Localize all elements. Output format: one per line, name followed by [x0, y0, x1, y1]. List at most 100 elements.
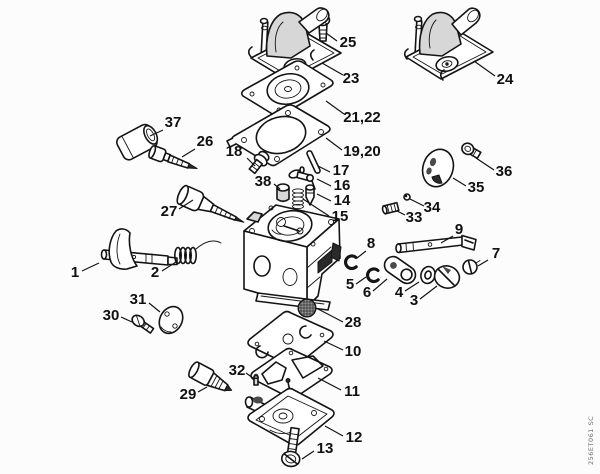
leader-line-35 [452, 177, 467, 187]
part-15-spring [292, 188, 304, 210]
part-carburetor-body [243, 204, 342, 311]
leader-line-8 [356, 250, 367, 259]
leader-line-34 [409, 198, 425, 207]
callout-37: 37 [165, 114, 182, 131]
part-32-pin [253, 374, 259, 386]
part-28-inlet-screen [297, 298, 317, 318]
leader-line-21,22 [325, 100, 345, 115]
callout-31: 31 [130, 291, 147, 308]
callout-25: 25 [340, 34, 357, 51]
callout-21,22: 21,22 [343, 109, 381, 126]
callout-27: 27 [161, 203, 178, 220]
callout-14: 14 [334, 192, 351, 209]
part-19-20-gasket-plate [226, 104, 331, 167]
callout-13: 13 [317, 440, 334, 457]
part-2-spring [174, 240, 222, 265]
leader-line-32 [245, 372, 254, 379]
callout-28: 28 [345, 314, 362, 331]
part-26-needle-screw [148, 144, 198, 170]
part-35-throttle-stop-disc [421, 148, 455, 188]
leader-line-1 [81, 262, 100, 272]
part-9-throttle-shaft [395, 234, 477, 254]
leader-line-36 [475, 157, 495, 171]
callout-1: 1 [71, 264, 79, 281]
part-5-e-clip [366, 267, 380, 284]
watermark-code: 256ET061 SC [587, 416, 595, 465]
part-3-throttle-plate [433, 265, 461, 289]
part-8-e-clip [344, 254, 358, 271]
callout-9: 9 [455, 221, 463, 238]
part-33-screw [381, 201, 400, 215]
callout-36: 36 [496, 163, 513, 180]
callout-19,20: 19,20 [343, 143, 381, 160]
callout-34: 34 [424, 199, 441, 216]
part-24-pump-cover [403, 7, 494, 81]
callout-29: 29 [180, 386, 197, 403]
part-23-pump-cover [247, 7, 342, 82]
callout-15: 15 [332, 208, 349, 225]
callout-8: 8 [367, 235, 375, 252]
leader-line-13 [301, 450, 315, 460]
callout-18: 18 [226, 143, 243, 160]
part-27-needle-screw [176, 184, 245, 223]
part-6-swivel-link [383, 255, 417, 285]
leader-line-37 [149, 129, 164, 137]
callout-7: 7 [492, 245, 500, 262]
callout-17: 17 [333, 162, 350, 179]
callout-33: 33 [406, 209, 423, 226]
part-29-screw [188, 361, 233, 392]
callout-12: 12 [346, 429, 363, 446]
part-37-cap [116, 123, 159, 161]
part-38-plug [276, 183, 290, 203]
leader-line-33 [396, 210, 406, 216]
callout-11: 11 [344, 383, 360, 400]
part-36-screw [461, 142, 482, 160]
leader-line-17 [317, 165, 331, 173]
part-31-choke-plate [158, 305, 184, 335]
callout-16: 16 [334, 177, 351, 194]
callout-2: 2 [151, 264, 159, 281]
leader-line-12 [324, 425, 344, 437]
callout-30: 30 [103, 307, 120, 324]
leader-line-23 [321, 62, 344, 76]
leader-line-27 [178, 199, 194, 210]
callout-23: 23 [343, 70, 360, 87]
leader-line-31 [148, 302, 161, 313]
leader-line-28 [317, 308, 344, 323]
leader-line-18 [246, 157, 256, 167]
leader-line-25 [325, 32, 338, 42]
callout-3: 3 [410, 292, 418, 309]
part-34-ball [403, 193, 411, 201]
leader-line-26 [181, 148, 196, 158]
leader-line-5 [355, 276, 367, 285]
part-13-screw [280, 426, 301, 468]
leader-line-19,20 [325, 137, 343, 151]
callout-4: 4 [395, 284, 404, 301]
leader-line-4 [404, 281, 420, 292]
callout-6: 6 [363, 284, 371, 301]
part-14-inlet-needle [305, 184, 315, 206]
leader-line-2 [161, 261, 177, 272]
leader-line-7 [477, 259, 489, 267]
callout-35: 35 [468, 179, 485, 196]
leader-line-9 [440, 235, 454, 244]
callout-32: 32 [229, 362, 246, 379]
leader-line-24 [473, 60, 496, 77]
leader-line-16 [316, 178, 332, 187]
leader-line-15 [302, 198, 330, 217]
part-1-choke-shaft [100, 228, 178, 270]
leader-line-38 [273, 183, 281, 190]
callout-10: 10 [345, 343, 362, 360]
part-17-pin [306, 150, 321, 174]
leader-line-6 [372, 278, 388, 292]
part-7-screw [462, 259, 481, 275]
leader-line-10 [323, 340, 344, 351]
leader-line-3 [419, 285, 438, 300]
part-16-metering-lever [288, 166, 316, 190]
leader-line-14 [316, 193, 332, 202]
callout-5: 5 [346, 276, 354, 293]
leader-line-29 [197, 386, 208, 393]
